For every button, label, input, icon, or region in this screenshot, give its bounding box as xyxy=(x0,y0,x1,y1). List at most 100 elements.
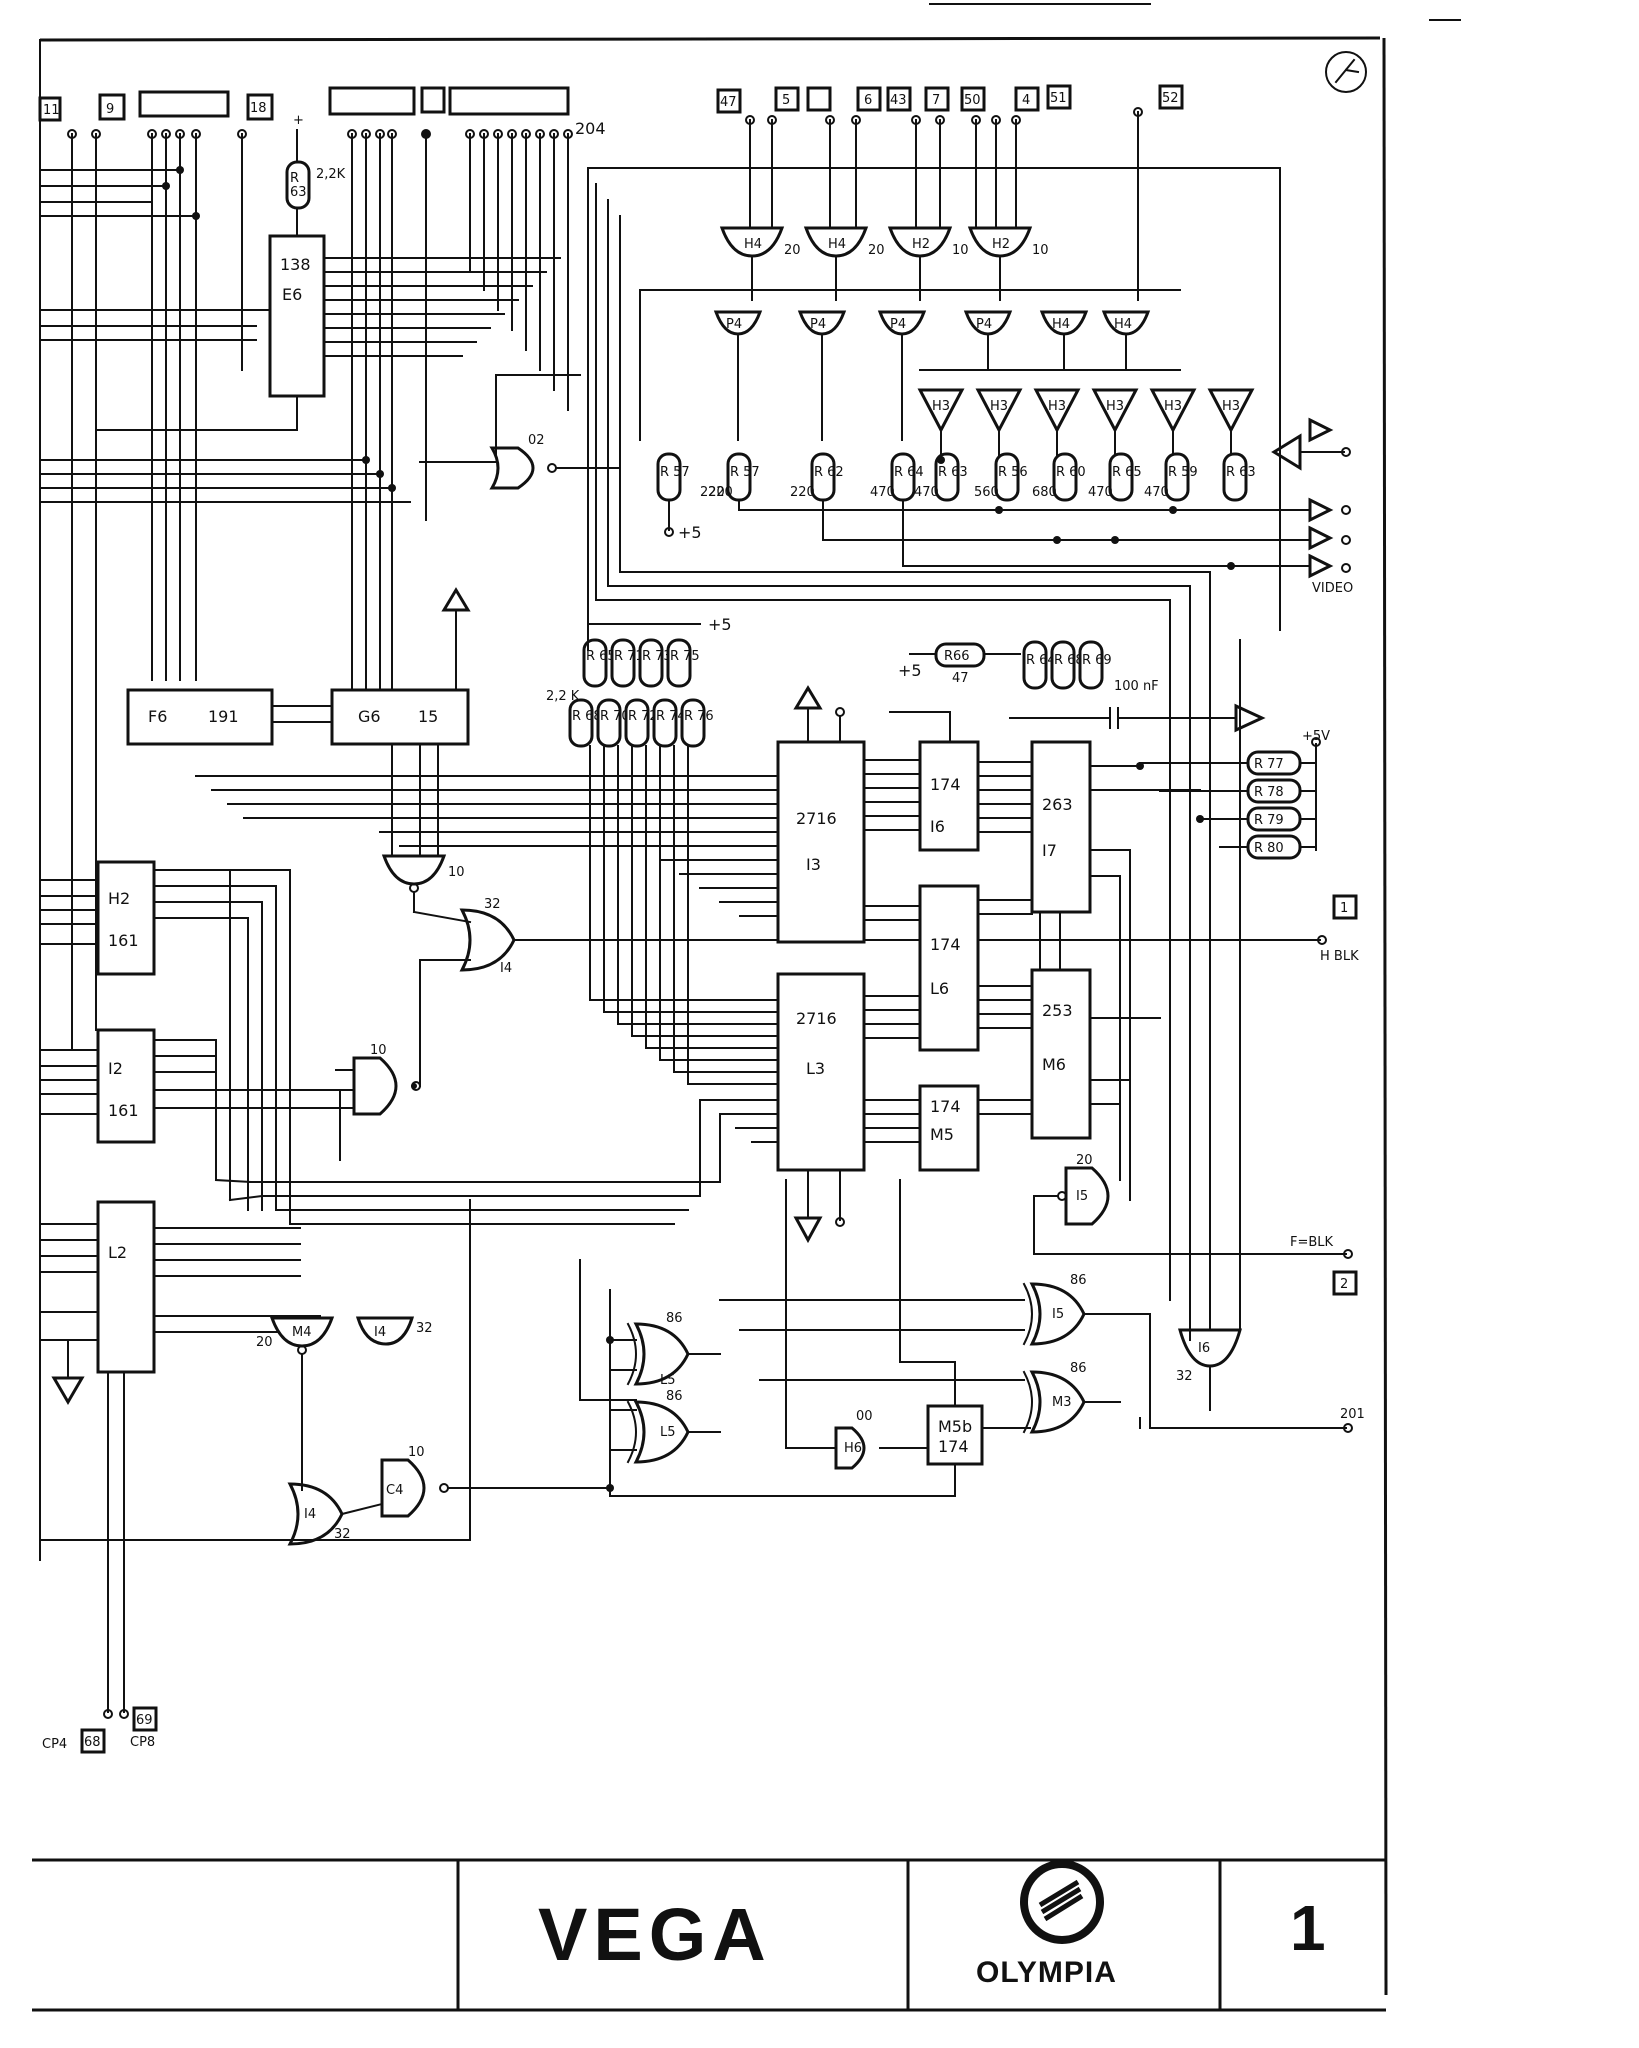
svg-text:43: 43 xyxy=(890,93,907,108)
svg-text:4: 4 xyxy=(1022,93,1030,108)
chip-i7-263: 263 I7 xyxy=(977,740,1201,915)
svg-text:63: 63 xyxy=(290,185,307,200)
svg-text:M6: M6 xyxy=(1042,1055,1066,1074)
svg-text:R 74: R 74 xyxy=(656,709,686,724)
chip-m6-253: 253 M6 xyxy=(977,911,1161,1140)
svg-text:+5: +5 xyxy=(898,661,922,680)
svg-text:P4: P4 xyxy=(726,317,742,332)
gate-i4-32: 32 I4 H BLK xyxy=(412,897,1359,976)
svg-text:00: 00 xyxy=(856,1409,873,1424)
cp4-label: CP4 xyxy=(42,1737,67,1752)
svg-text:32: 32 xyxy=(1176,1369,1193,1384)
svg-text:I4: I4 xyxy=(500,961,512,976)
svg-text:470: 470 xyxy=(914,485,939,500)
svg-text:47: 47 xyxy=(720,95,737,110)
chip-i6-174: 174 I6 xyxy=(863,711,980,852)
chip-h2-161: H2 161 xyxy=(39,860,291,976)
chip-m5-174-b: M5b 174 xyxy=(609,1361,1031,1497)
svg-text:R 56: R 56 xyxy=(998,465,1028,480)
svg-text:R 68: R 68 xyxy=(1054,653,1084,668)
resistor-r66-group: R66 47 +5 R 64 R 68 R 69 100 nF xyxy=(898,640,1266,733)
junction-dots xyxy=(162,166,1235,1492)
svg-text:I5: I5 xyxy=(1076,1189,1088,1204)
svg-text:R 79: R 79 xyxy=(1254,813,1284,828)
chip-g6-15: G6 15 xyxy=(271,587,471,746)
video-label: VIDEO xyxy=(1312,581,1353,596)
svg-text:R 71: R 71 xyxy=(614,649,644,664)
svg-text:R 65: R 65 xyxy=(586,649,616,664)
svg-text:7: 7 xyxy=(932,93,940,108)
svg-text:R 63: R 63 xyxy=(1226,465,1256,480)
svg-text:2716: 2716 xyxy=(796,1009,837,1028)
svg-text:2,2 K: 2,2 K xyxy=(546,689,580,704)
svg-text:51: 51 xyxy=(1050,91,1067,106)
svg-text:I6: I6 xyxy=(930,817,945,836)
cp8-label: CP8 xyxy=(130,1735,155,1750)
gate-l4-10: 10 xyxy=(335,959,421,1116)
chip-l3-2716: 2716 L3 xyxy=(776,972,866,1244)
svg-text:R 75: R 75 xyxy=(670,649,700,664)
svg-text:174: 174 xyxy=(930,935,961,954)
svg-text:M4: M4 xyxy=(292,1325,312,1340)
svg-text:H3: H3 xyxy=(990,399,1008,414)
svg-text:H3: H3 xyxy=(932,399,950,414)
svg-text:H4: H4 xyxy=(744,237,762,252)
resistor-r63: R63 2,2K + xyxy=(285,113,346,237)
svg-text:R 65: R 65 xyxy=(1112,465,1142,480)
brand-name: OLYMPIA xyxy=(976,1956,1117,1989)
gate-i4-32-b: I4 32 xyxy=(355,1316,433,1346)
svg-text:M5: M5 xyxy=(930,1125,954,1144)
svg-text:680: 680 xyxy=(1032,485,1057,500)
svg-text:174: 174 xyxy=(930,1097,961,1116)
svg-text:R 57: R 57 xyxy=(660,465,690,480)
svg-text:52: 52 xyxy=(1162,91,1179,106)
svg-text:I4: I4 xyxy=(374,1325,386,1340)
svg-text:+5: +5 xyxy=(678,523,702,542)
svg-text:I5: I5 xyxy=(1052,1307,1064,1322)
svg-text:1: 1 xyxy=(1340,901,1348,916)
svg-text:10: 10 xyxy=(408,1445,425,1460)
svg-text:02: 02 xyxy=(528,433,545,448)
svg-text:2: 2 xyxy=(1340,1277,1348,1292)
svg-text:+5V: +5V xyxy=(1302,729,1330,744)
svg-text:R 63: R 63 xyxy=(938,465,968,480)
gate-row-p4: P4 P4 P4 P4 H4 H4 xyxy=(639,289,1181,441)
svg-text:C4: C4 xyxy=(386,1483,403,1498)
chip-l6-174: 174 L6 xyxy=(863,884,980,1052)
gate-l5-86-a: L5 86 xyxy=(626,1311,690,1388)
svg-text:M3: M3 xyxy=(1052,1395,1072,1410)
svg-text:161: 161 xyxy=(108,931,139,950)
svg-text:R 68: R 68 xyxy=(572,709,602,724)
svg-text:174: 174 xyxy=(930,775,961,794)
svg-text:I2: I2 xyxy=(108,1059,123,1078)
gate-i6-32: I6 32 xyxy=(1176,1328,1242,1411)
svg-text:I3: I3 xyxy=(806,855,821,874)
resistor-array-2k2: +5 R 65 R 71 R 73 R 75 R 68 R 70 R 72 R … xyxy=(546,615,732,748)
svg-text:F6: F6 xyxy=(148,707,167,726)
svg-text:2,2K: 2,2K xyxy=(316,167,346,182)
top-connectors-left: 11 9 18 xyxy=(38,86,570,122)
svg-text:161: 161 xyxy=(108,1101,139,1120)
gate-i5-86-a: I5 86 xyxy=(1022,1273,1087,1346)
gate-h6-00: H6 00 xyxy=(785,1179,873,1470)
svg-text:20: 20 xyxy=(784,243,801,258)
gate-h3-02: 02 xyxy=(419,374,621,490)
svg-text:6: 6 xyxy=(864,93,872,108)
fblk-label: F=BLK xyxy=(1290,1235,1334,1250)
svg-text:220: 220 xyxy=(700,485,725,500)
svg-text:P4: P4 xyxy=(810,317,826,332)
svg-text:86: 86 xyxy=(1070,1361,1087,1376)
svg-text:R 64: R 64 xyxy=(1026,653,1056,668)
drawing-title: VEGA xyxy=(538,1893,772,1976)
sheet-frame xyxy=(32,3,1461,2012)
svg-text:470: 470 xyxy=(1088,485,1113,500)
clock-outputs: 68 69 CP4 CP8 xyxy=(42,1706,158,1754)
svg-text:R: R xyxy=(290,171,299,186)
node-201-label: 201 xyxy=(1340,1407,1365,1422)
svg-text:2716: 2716 xyxy=(796,809,837,828)
svg-text:R 59: R 59 xyxy=(1168,465,1198,480)
gate-h2-below-g6: 10 xyxy=(381,743,465,913)
svg-text:L2: L2 xyxy=(108,1243,127,1262)
